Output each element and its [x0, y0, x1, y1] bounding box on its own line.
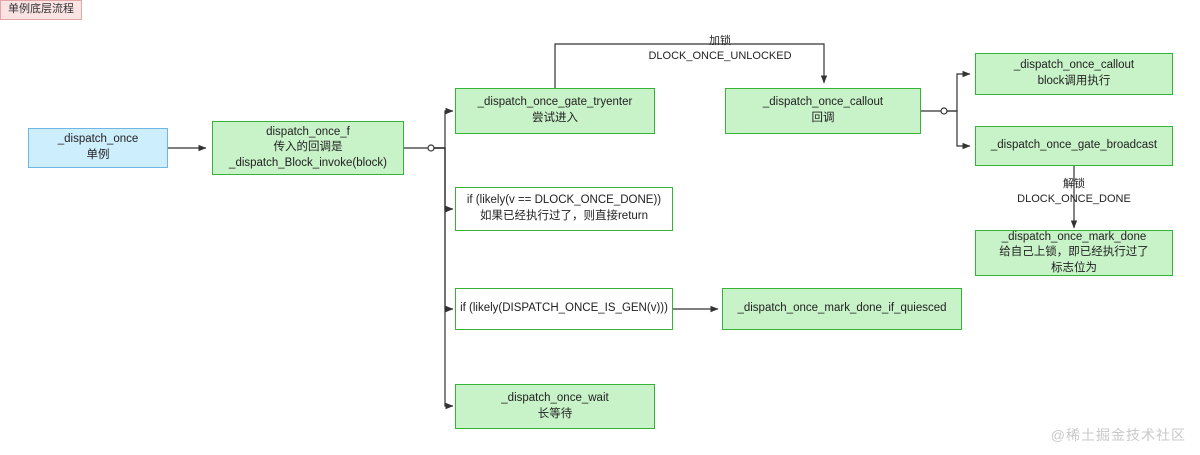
node-line-1: _dispatch_once_mark_done_if_quiesced	[737, 302, 947, 315]
node-line-1: _dispatch_once	[57, 133, 139, 146]
edge-label-lock-line1: 加锁	[709, 35, 731, 47]
watermark: @稀土掘金技术社区	[1050, 427, 1186, 443]
node-once-callout-right[interactable]: _dispatch_once_callout block调用执行	[975, 53, 1173, 95]
edge-label-unlock: 解锁 DLOCK_ONCE_DONE	[974, 177, 1174, 208]
node-line-1: _dispatch_once_callout	[1013, 59, 1135, 72]
edge-label-lock: 加锁 DLOCK_ONCE_UNLOCKED	[620, 34, 820, 65]
node-gate-broadcast[interactable]: _dispatch_once_gate_broadcast	[975, 126, 1173, 166]
node-line-2: block调用执行	[1037, 75, 1111, 87]
node-line-3: 标志位为	[1051, 261, 1097, 274]
node-once-wait[interactable]: _dispatch_once_wait 长等待	[455, 384, 655, 429]
node-dispatch-once[interactable]: _dispatch_once 单例	[28, 128, 168, 168]
edge-label-unlock-line2: DLOCK_ONCE_DONE	[1017, 193, 1131, 206]
node-gate-tryenter[interactable]: _dispatch_once_gate_tryenter 尝试进入	[455, 88, 655, 134]
node-line-2: 给自己上锁，即已经执行过了	[999, 246, 1149, 259]
node-line-1: if (likely(DISPATCH_ONCE_IS_GEN(v)))	[460, 302, 668, 315]
node-line-3: _dispatch_Block_invoke(block)	[229, 156, 387, 169]
node-likely-once-done[interactable]: if (likely(v == DLOCK_ONCE_DONE)) 如果已经执行…	[455, 187, 673, 231]
node-line-2: 回调	[811, 112, 835, 124]
node-line-1: _dispatch_once_gate_broadcast	[990, 139, 1158, 152]
node-once-callout-middle[interactable]: _dispatch_once_callout 回调	[725, 88, 921, 134]
node-line-2: 长等待	[537, 407, 573, 420]
node-mark-done[interactable]: _dispatch_once_mark_done 给自己上锁，即已经执行过了 标…	[975, 230, 1173, 276]
node-likely-is-gen[interactable]: if (likely(DISPATCH_ONCE_IS_GEN(v)))	[455, 288, 673, 330]
node-line-1: _dispatch_once_callout	[762, 96, 884, 109]
node-line-2: 尝试进入	[532, 112, 578, 124]
node-mark-done-if-quiesced[interactable]: _dispatch_once_mark_done_if_quiesced	[722, 288, 962, 330]
diagram-title-tag: 单例底层流程	[0, 0, 82, 20]
node-line-1: _dispatch_once_wait	[501, 391, 609, 404]
edge-label-lock-line2: DLOCK_ONCE_UNLOCKED	[648, 50, 792, 63]
node-line-1: _dispatch_once_mark_done	[1001, 230, 1147, 243]
node-dispatch-once-f[interactable]: dispatch_once_f 传入的回调是 _dispatch_Block_i…	[212, 121, 404, 175]
node-line-2: 单例	[86, 149, 110, 161]
node-line-2: 如果已经执行过了，则直接return	[479, 210, 649, 222]
edge-label-unlock-line1: 解锁	[1063, 178, 1085, 190]
node-line-2: 传入的回调是	[273, 141, 343, 154]
node-line-1: dispatch_once_f	[266, 125, 350, 138]
node-line-1: _dispatch_once_gate_tryenter	[477, 96, 633, 109]
node-line-1: if (likely(v == DLOCK_ONCE_DONE))	[466, 194, 662, 207]
